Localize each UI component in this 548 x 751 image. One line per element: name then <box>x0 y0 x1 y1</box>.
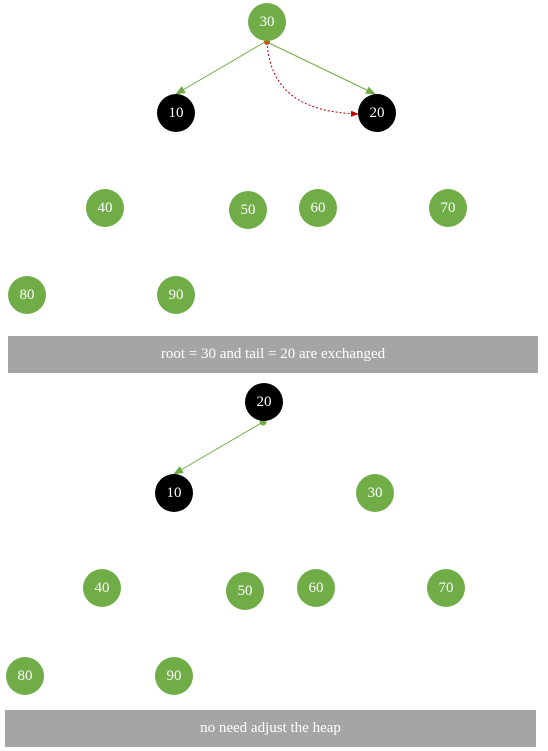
node-60-b: 60 <box>297 569 335 607</box>
node-20-root: 20 <box>245 383 283 421</box>
svg-text:30: 30 <box>368 485 383 501</box>
caption-text-step1: root = 30 and tail = 20 are exchanged <box>160 346 386 362</box>
node-50-b: 50 <box>226 572 264 610</box>
svg-text:10: 10 <box>169 105 184 121</box>
svg-text:30: 30 <box>260 14 275 30</box>
caption-banner-step1: root = 30 and tail = 20 are exchanged <box>8 336 538 373</box>
edge-30-to-10 <box>175 41 266 95</box>
edge-30-to-20 <box>266 41 376 95</box>
svg-text:20: 20 <box>257 394 272 410</box>
node-40-b: 40 <box>83 569 121 607</box>
node-70-b: 70 <box>427 569 465 607</box>
node-10: 10 <box>157 94 195 132</box>
node-70: 70 <box>429 189 467 227</box>
node-80: 80 <box>8 276 46 314</box>
edge-20-to-10 <box>173 421 264 475</box>
node-80-b: 80 <box>6 657 44 695</box>
node-20: 20 <box>358 94 396 132</box>
svg-text:60: 60 <box>309 580 324 596</box>
node-60: 60 <box>299 189 337 227</box>
node-50: 50 <box>229 191 267 229</box>
svg-text:20: 20 <box>370 105 385 121</box>
svg-text:90: 90 <box>167 668 182 684</box>
svg-text:40: 40 <box>98 200 113 216</box>
svg-text:70: 70 <box>439 580 454 596</box>
svg-text:50: 50 <box>241 202 256 218</box>
svg-text:50: 50 <box>238 583 253 599</box>
svg-text:40: 40 <box>95 580 110 596</box>
svg-text:80: 80 <box>20 287 35 303</box>
svg-text:90: 90 <box>169 287 184 303</box>
svg-text:80: 80 <box>18 668 33 684</box>
svg-text:60: 60 <box>311 200 326 216</box>
node-10-b: 10 <box>155 474 193 512</box>
node-90: 90 <box>157 276 195 314</box>
caption-text-step2: no need adjust the heap <box>200 720 341 736</box>
node-40: 40 <box>86 189 124 227</box>
swap-arrow <box>266 41 359 117</box>
caption-banner-step2: no need adjust the heap <box>5 710 536 747</box>
svg-text:10: 10 <box>167 485 182 501</box>
node-90-b: 90 <box>155 657 193 695</box>
node-30-tail: 30 <box>356 474 394 512</box>
svg-text:70: 70 <box>441 200 456 216</box>
node-30: 30 <box>248 3 286 41</box>
